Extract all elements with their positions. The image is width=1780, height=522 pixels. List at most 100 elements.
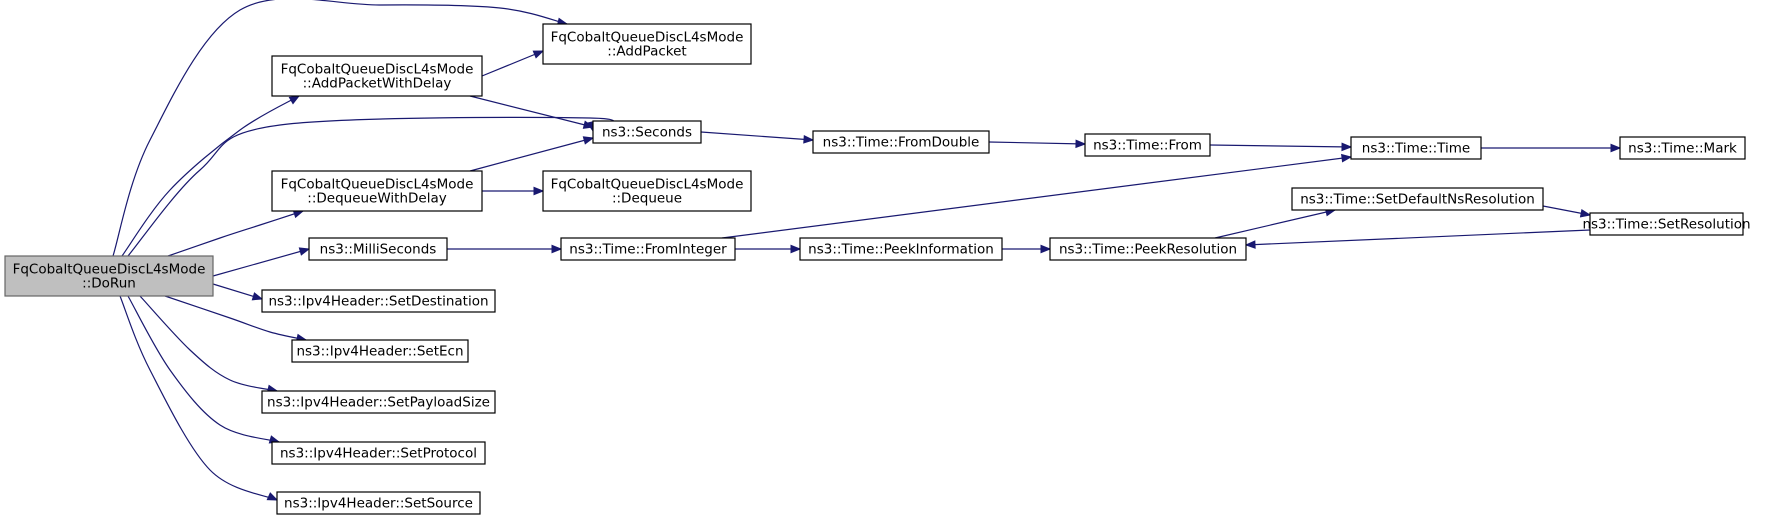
edge-arrowhead	[532, 50, 545, 59]
node-box	[1619, 136, 1746, 160]
node-box	[1084, 133, 1211, 157]
node-dequeue[interactable]: FqCobaltQueueDiscL4sMode::Dequeue	[542, 170, 752, 212]
node-box	[542, 170, 752, 212]
node-label: ns3::Ipv4Header::SetSource	[284, 496, 473, 512]
edge-line	[212, 248, 310, 277]
node-addpacket[interactable]: FqCobaltQueueDiscL4sMode::AddPacket	[542, 23, 752, 65]
node-setres[interactable]: ns3::Time::SetResolution	[1582, 212, 1751, 236]
node-setdefaultres[interactable]: ns3::Time::SetDefaultNsResolution	[1291, 187, 1544, 211]
edge-dequeuedelay-to-dequeue	[482, 186, 545, 196]
edge-line	[988, 141, 1086, 145]
node-peekres[interactable]: ns3::Time::PeekResolution	[1049, 237, 1247, 261]
node-box	[1291, 187, 1544, 211]
node-label: ns3::Time::FromInteger	[569, 242, 727, 258]
node-label: ::AddPacketWithDelay	[303, 76, 452, 92]
edge-line	[700, 131, 814, 141]
edge-line	[139, 295, 278, 392]
edge-line	[119, 295, 278, 501]
node-box	[271, 55, 483, 97]
node-time[interactable]: ns3::Time::Time	[1350, 136, 1482, 160]
edge-setdefaultres-to-setres	[1542, 205, 1592, 218]
edge-addpktdelay-to-seconds	[469, 95, 595, 129]
edge-dorun-to-dequeuedelay	[167, 209, 305, 257]
edge-dequeuedelay-to-seconds	[469, 136, 595, 172]
edge-line	[1209, 144, 1352, 148]
node-label: ns3::Ipv4Header::SetProtocol	[280, 446, 477, 462]
node-label: ::AddPacket	[607, 44, 686, 60]
node-label: ns3::Ipv4Header::SetPayloadSize	[267, 395, 490, 411]
edge-line	[127, 295, 280, 443]
edge-arrowhead	[266, 492, 279, 501]
node-mark[interactable]: ns3::Time::Mark	[1619, 136, 1746, 160]
node-box	[592, 120, 702, 144]
node-setsource[interactable]: ns3::Ipv4Header::SetSource	[276, 491, 481, 515]
node-box	[799, 237, 1003, 261]
node-dequeuedelay[interactable]: FqCobaltQueueDiscL4sMode::DequeueWithDel…	[271, 170, 483, 212]
node-frominteger[interactable]: ns3::Time::FromInteger	[560, 237, 736, 261]
node-label: ns3::Ipv4Header::SetDestination	[268, 294, 488, 310]
node-label: ::Dequeue	[612, 191, 682, 207]
node-box	[276, 491, 481, 515]
edge-seconds-to-fromdouble	[700, 131, 815, 144]
edge-line	[469, 95, 594, 128]
node-milliseconds[interactable]: ns3::MilliSeconds	[308, 237, 448, 261]
node-label: ns3::Time::PeekInformation	[808, 242, 994, 258]
node-label: FqCobaltQueueDiscL4sMode	[551, 30, 744, 46]
node-seconds[interactable]: ns3::Seconds	[592, 120, 702, 144]
node-label: ns3::MilliSeconds	[320, 242, 437, 258]
edge-line	[1214, 209, 1336, 239]
edge-line	[164, 295, 307, 341]
edge-arrowhead	[1579, 208, 1592, 218]
node-box	[4, 255, 214, 297]
edge-arrowhead	[1075, 139, 1087, 149]
node-box	[261, 289, 496, 313]
edge-line	[721, 156, 1352, 239]
node-box	[291, 339, 469, 363]
node-setecn[interactable]: ns3::Ipv4Header::SetEcn	[291, 339, 469, 363]
edge-arrowhead	[551, 244, 563, 254]
edge-arrowhead	[582, 136, 595, 145]
node-box	[261, 390, 496, 414]
node-setpayload[interactable]: ns3::Ipv4Header::SetPayloadSize	[261, 390, 496, 414]
edge-arrowhead	[803, 134, 815, 144]
node-label: ns3::Time::SetResolution	[1582, 217, 1750, 233]
node-box	[542, 23, 752, 65]
edge-setres-to-peekres	[1244, 229, 1591, 249]
node-box	[1049, 237, 1247, 261]
edge-line	[167, 210, 304, 257]
edge-addpktdelay-to-addpacket	[481, 50, 545, 77]
node-addpktdelay[interactable]: FqCobaltQueueDiscL4sMode::AddPacketWithD…	[271, 55, 483, 97]
edge-dorun-to-setdest	[212, 283, 264, 301]
node-box	[560, 237, 736, 261]
edge-line	[469, 137, 594, 172]
edge-arrowhead	[298, 247, 311, 256]
node-box	[812, 130, 990, 154]
edge-dorun-to-addpktdelay	[121, 95, 301, 257]
edge-dorun-to-milliseconds	[212, 247, 311, 277]
node-label: FqCobaltQueueDiscL4sMode	[13, 262, 206, 278]
node-from[interactable]: ns3::Time::From	[1084, 133, 1211, 157]
node-box	[308, 237, 448, 261]
edge-milliseconds-to-frominteger	[447, 244, 563, 254]
edge-arrowhead	[582, 120, 595, 129]
edge-line	[481, 50, 544, 77]
edge-arrowhead	[1341, 142, 1353, 152]
node-dorun: FqCobaltQueueDiscL4sMode::DoRun	[4, 255, 214, 297]
edge-frominteger-to-time	[721, 153, 1353, 239]
node-layer: FqCobaltQueueDiscL4sMode::DoRunFqCobaltQ…	[4, 23, 1751, 515]
edge-frominteger-to-peekinfo	[735, 244, 802, 254]
edge-line	[112, 0, 568, 257]
node-setdest[interactable]: ns3::Ipv4Header::SetDestination	[261, 289, 496, 313]
node-label: FqCobaltQueueDiscL4sMode	[551, 177, 744, 193]
node-fromdouble[interactable]: ns3::Time::FromDouble	[812, 130, 990, 154]
edge-peekres-to-setdefaultres	[1214, 207, 1337, 239]
node-peekinfo[interactable]: ns3::Time::PeekInformation	[799, 237, 1003, 261]
node-label: ns3::Time::FromDouble	[823, 135, 980, 151]
edge-arrowhead	[1341, 153, 1353, 163]
edge-dorun-to-setprotocol	[127, 295, 281, 444]
edge-arrowhead	[1244, 240, 1256, 249]
node-label: ns3::Ipv4Header::SetEcn	[296, 344, 463, 360]
node-setprotocol[interactable]: ns3::Ipv4Header::SetProtocol	[271, 441, 486, 465]
node-label: ns3::Seconds	[602, 125, 692, 141]
node-label: ::DoRun	[82, 276, 136, 292]
